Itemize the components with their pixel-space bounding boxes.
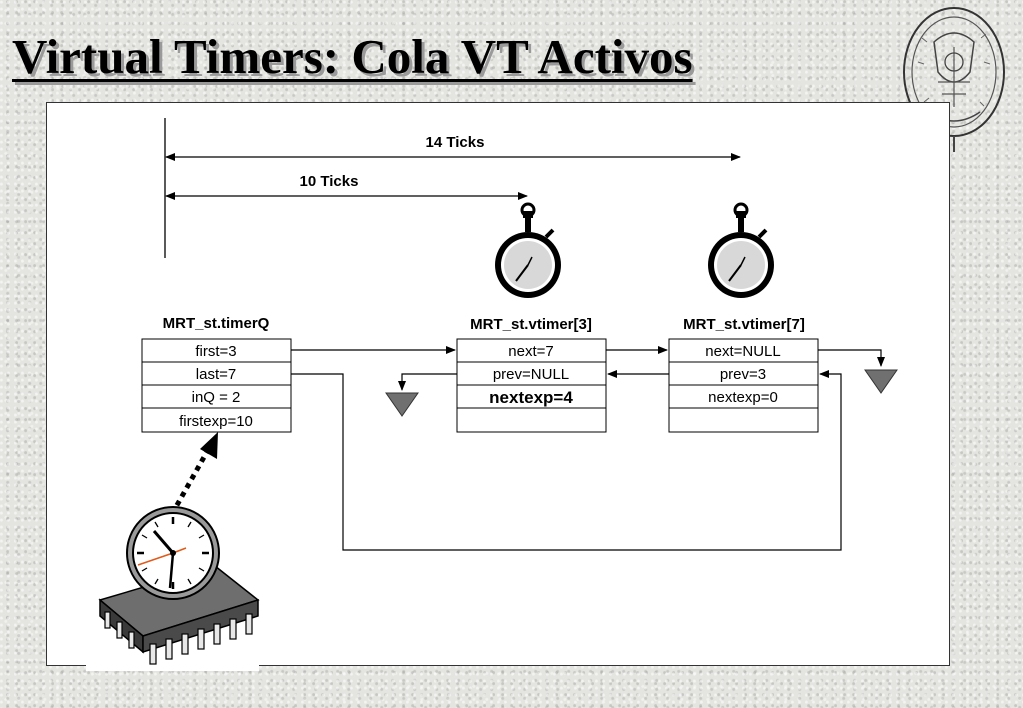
vtimer7-field-next: next=NULL [705, 343, 780, 360]
timerq-field-last: last=7 [196, 366, 236, 383]
stopwatch-icon [708, 202, 774, 298]
timerq-field-first: first=3 [195, 343, 236, 360]
university-seal-icon [903, 7, 1005, 152]
prev-null-pointer [398, 373, 457, 391]
timerq-field-inq: inQ = 2 [192, 389, 241, 406]
vtimer7-field-nextexp: nextexp=0 [708, 389, 778, 406]
null-ground-icon [864, 369, 898, 394]
ticks-14-label: 14 Ticks [426, 134, 485, 151]
timerq-box: first=3 last=7 inQ = 2 firstexp=10 [141, 338, 292, 433]
ticks-10-label: 10 Ticks [300, 173, 359, 190]
timerq-header: MRT_st.timerQ [163, 315, 270, 332]
vtimer3-field-next: next=7 [508, 343, 553, 360]
clock-chip-icon [86, 506, 260, 671]
vtimer7-field-prev: prev=3 [720, 366, 766, 383]
timerq-field-firstexp: firstexp=10 [179, 413, 253, 430]
vtimer3-box: next=7 prev=NULL nextexp=4 [456, 338, 607, 433]
vtimer3-field-nextexp: nextexp=4 [489, 388, 573, 407]
vtimer7-header: MRT_st.vtimer[7] [683, 316, 805, 333]
slide-title: Virtual Timers: Cola VT Activos [12, 29, 693, 84]
null-ground-icon [385, 392, 419, 417]
vtimer3-header: MRT_st.vtimer[3] [470, 316, 592, 333]
last-pointer-arrow [291, 370, 842, 551]
clock-to-firstexp-arrow [169, 448, 211, 516]
clock-arrow-head [200, 432, 218, 459]
next-null-pointer [818, 349, 885, 367]
vtimer7-box: next=NULL prev=3 nextexp=0 [668, 338, 819, 433]
stopwatch-icon [495, 202, 561, 298]
vtimer3-field-prev: prev=NULL [493, 366, 569, 383]
